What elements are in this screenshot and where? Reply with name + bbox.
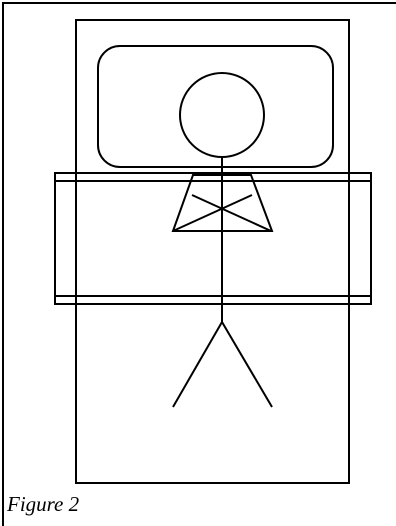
person-leg-right xyxy=(221,321,273,408)
person-head xyxy=(179,72,265,158)
person-torso xyxy=(171,174,274,232)
person-arm-right xyxy=(172,194,253,232)
person-arm-left xyxy=(191,194,272,232)
bed-frame xyxy=(75,19,350,484)
pillow xyxy=(97,45,334,168)
blanket-outer xyxy=(54,172,372,305)
person-leg-left xyxy=(172,321,223,408)
figure-caption: Figure 2 xyxy=(7,492,80,516)
blanket xyxy=(54,172,372,305)
